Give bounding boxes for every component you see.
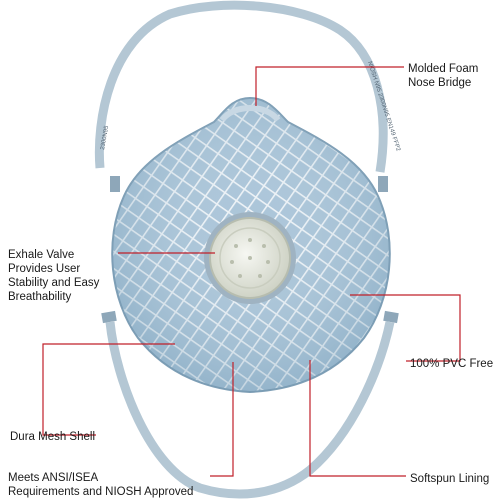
right-strap-clip (383, 310, 399, 324)
head-strap-upper (94, 0, 388, 173)
callout-softspun: Softspun Lining (410, 472, 489, 486)
left-upper-clip (110, 176, 120, 192)
callout-text: Nose Bridge (408, 77, 472, 89)
callout-text: Requirements and NIOSH Approved (8, 486, 194, 498)
strap-print-left: 2300N95 (100, 125, 110, 151)
callout-text: Molded Foam (408, 63, 479, 75)
nose-bridge-foam (219, 105, 281, 123)
callout-ansi: Meets ANSI/ISEA Requirements and NIOSH A… (8, 471, 193, 499)
leader-dura-mesh (42, 343, 175, 436)
leader-nose-bridge (255, 66, 404, 106)
right-upper-clip (378, 176, 388, 192)
callout-nose-bridge: Molded Foam Nose Bridge (408, 62, 478, 90)
callout-exhale-valve: Exhale Valve Provides User Stability and… (8, 248, 99, 304)
left-strap-clip (101, 310, 117, 324)
callout-text: Dura Mesh Shell (10, 431, 96, 443)
leader-lines (42, 66, 461, 477)
callout-text: Breathability (8, 291, 72, 303)
callout-pvc-free: 100% PVC Free (410, 357, 493, 371)
neck-strap-lower (105, 321, 395, 499)
callout-text: Stability and Easy (8, 277, 100, 289)
leader-softspun (309, 360, 406, 477)
callout-text: Exhale Valve (8, 249, 75, 261)
callout-text: Provides User (8, 263, 81, 275)
callout-text: Meets ANSI/ISEA (8, 472, 99, 484)
leader-pvc-free (350, 294, 461, 362)
leader-ansi (210, 362, 234, 477)
callout-dura-mesh: Dura Mesh Shell (10, 430, 95, 444)
callout-text: 100% PVC Free (410, 358, 494, 370)
callout-text: Softspun Lining (410, 473, 490, 485)
